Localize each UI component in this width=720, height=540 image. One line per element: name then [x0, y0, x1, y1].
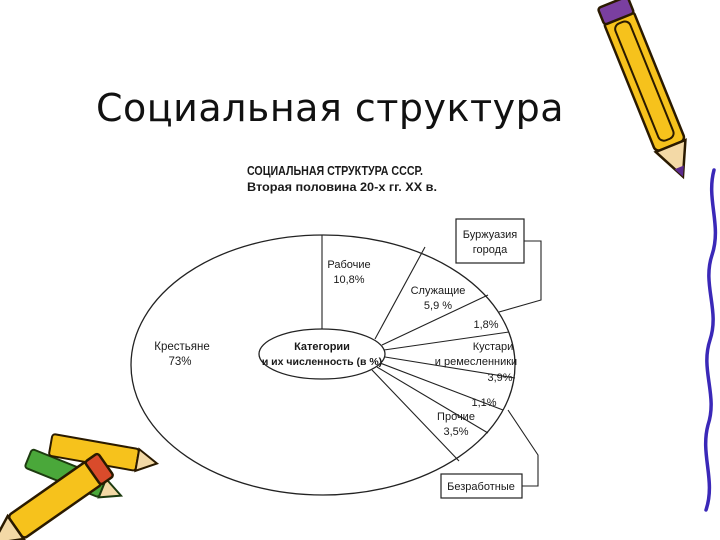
- wavy-line-decoration: [703, 168, 718, 512]
- chart-subtitle: Вторая половина 20-х гг. XX в.: [247, 180, 437, 194]
- sector-line-bourgeoisie-a: [381, 294, 489, 346]
- label-artisans-value: 3,9%: [487, 372, 512, 384]
- label-artisans-line1: Кустари: [473, 341, 514, 353]
- label-other-value: 3,5%: [443, 426, 468, 438]
- pencils-icon: [0, 433, 160, 540]
- slide-title: Социальная структура: [96, 86, 565, 130]
- callout-box-bourgeoisie: [455, 218, 525, 264]
- callout-bourgeoisie-line1: Буржуазия: [463, 229, 518, 241]
- callout-connector-bourgeoisie: [498, 240, 542, 313]
- label-employees-value: 5,9 %: [424, 300, 452, 312]
- label-employees-name: Служащие: [411, 285, 466, 297]
- label-workers-name: Рабочие: [327, 259, 370, 271]
- sector-line-artisans: [384, 356, 516, 379]
- label-workers-value: 10,8%: [333, 274, 364, 286]
- label-other-name: Прочие: [437, 411, 475, 423]
- callout-box-unemployed: [440, 473, 523, 499]
- center-label-line2: и их численность (в %): [262, 356, 382, 368]
- sector-line-unemployed-a: [379, 362, 504, 411]
- sector-line-unemployed-b: [376, 366, 489, 434]
- callout-connector-unemployed: [507, 409, 539, 487]
- pencil-icon: [597, 0, 687, 180]
- label-bourgeoisie-value: 1,8%: [473, 319, 498, 331]
- center-label-line1: Категории: [294, 341, 350, 353]
- sector-line-other: [371, 369, 460, 462]
- label-artisans-line2: и ремесленники: [435, 356, 517, 368]
- label-unemployed-value: 1,1%: [471, 397, 496, 409]
- label-peasants-name: Крестьяне: [154, 341, 209, 353]
- callout-bourgeoisie-line2: города: [473, 244, 508, 256]
- outer-ellipse: [130, 234, 516, 496]
- sector-line-bourgeoisie-b: [383, 331, 510, 351]
- sector-lines: [321, 235, 516, 462]
- sector-line-employees: [374, 246, 426, 340]
- chart-title: СОЦИАЛЬНАЯ СТРУКТУРА СССР.: [247, 164, 423, 178]
- label-peasants-value: 73%: [168, 356, 191, 368]
- callout-unemployed: Безработные: [447, 481, 515, 493]
- center-ellipse: [258, 328, 386, 380]
